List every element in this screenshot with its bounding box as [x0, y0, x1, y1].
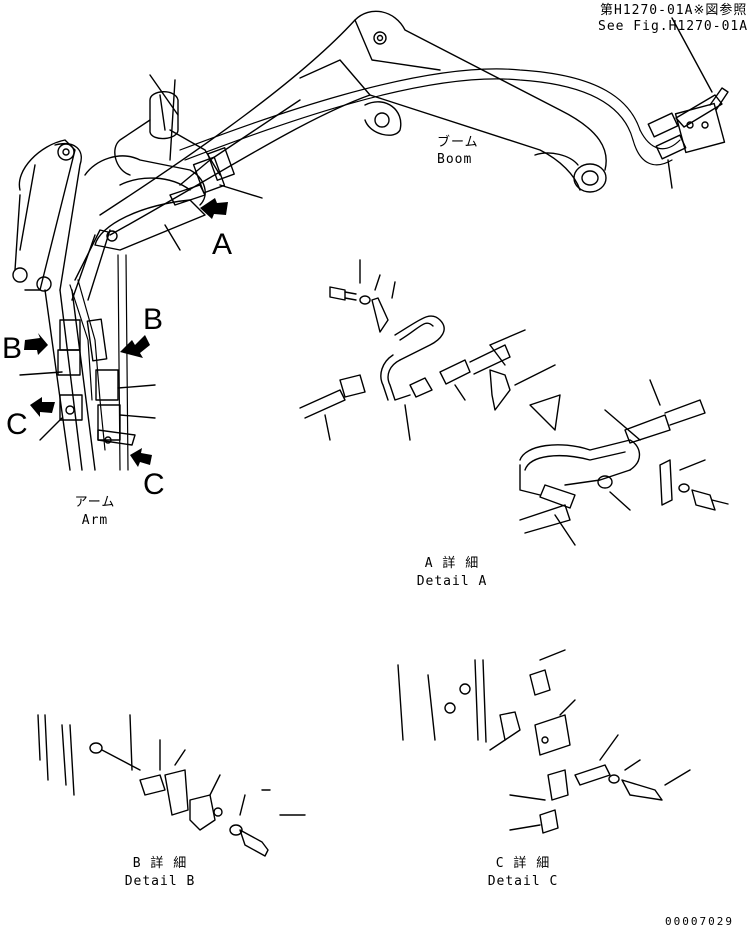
arrow-b-left-icon [24, 333, 48, 355]
arm-label-en: Arm [81, 513, 109, 528]
arm-label-jp: アーム [74, 495, 116, 510]
detail-b-drawing [37, 714, 306, 857]
detail-c-drawing [397, 649, 691, 834]
reference-note-jp: 第H1270-01A※図参照 [600, 3, 748, 18]
arrow-a-icon [200, 198, 228, 219]
detail-b-title-jp: B 詳 細 [132, 856, 188, 871]
arrow-c-right-icon [130, 448, 152, 467]
view-marker-b-left: B [2, 332, 23, 365]
reference-leader [671, 17, 713, 93]
detail-a-title-en: Detail A [416, 574, 488, 589]
detail-c-title-jp: C 詳 細 [495, 856, 551, 871]
arrow-b-right-icon [120, 335, 150, 358]
boom-bracket-area [84, 74, 263, 251]
boom-outline [99, 10, 607, 236]
arrow-c-left-icon [30, 397, 55, 417]
reference-note-en: See Fig.H1270-01A※ [598, 19, 748, 34]
boom-label-en: Boom [437, 152, 473, 167]
detail-a-drawing [299, 259, 729, 546]
drawing-number: 00007029 [665, 915, 734, 928]
view-arrows [24, 198, 228, 467]
view-marker-c-right: C [143, 468, 165, 501]
detail-c-title-en: Detail C [487, 874, 559, 889]
detail-a-title-jp: A 詳 細 [424, 556, 480, 571]
arm-fittings [19, 318, 156, 446]
view-marker-b-right: B [143, 303, 164, 336]
boom-end-fittings [647, 87, 729, 189]
boom-label-jp: ブーム [437, 135, 479, 150]
view-marker-c-left: C [6, 408, 28, 441]
detail-b-title-en: Detail B [124, 874, 196, 889]
view-marker-a: A [212, 228, 233, 261]
